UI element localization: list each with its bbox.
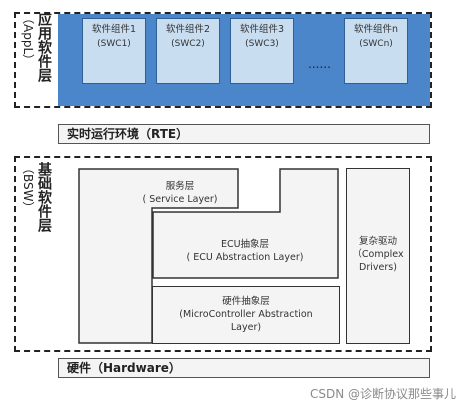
ecu-abstraction-box [152, 168, 339, 279]
bsw-layer-frame [14, 156, 432, 352]
ecu-abstraction-subtitle: ( ECU Abstraction Layer) [186, 252, 304, 263]
mcal-title: 硬件抽象层 [222, 296, 270, 307]
swc-code: (SWC1) [97, 39, 131, 49]
complex-drivers-title: 复杂驱动 [358, 236, 397, 247]
ecu-abstraction-text: ECU抽象层 ( ECU Abstraction Layer) [160, 238, 330, 264]
complex-drivers-subtitle: （Complex [352, 249, 404, 260]
app-layer-abbr: （AppL） [21, 12, 35, 67]
bsw-layer-abbr: （BSW） [21, 162, 35, 214]
swc-code: (SWC3) [245, 39, 279, 49]
mcal-box: 硬件抽象层 (MicroController Abstraction Layer… [152, 286, 340, 344]
swc-code: (SWCn) [359, 39, 393, 49]
mcal-subtitle: (MicroController Abstraction [179, 309, 313, 320]
service-layer-text: 服务层 ( Service Layer) [130, 180, 230, 206]
watermark: CSDN @诊断协议那些事儿 [309, 387, 456, 401]
swc-name: 软件组件3 [239, 24, 285, 35]
bsw-layer-label: 基础软件层（BSW） [14, 156, 58, 276]
bsw-layer-title: 基础软件层 [36, 162, 52, 232]
swc-box-3: 软件组件3 (SWC3) [230, 18, 294, 84]
app-layer-label: 应用软件层（AppL） [14, 12, 58, 108]
swc-box-2: 软件组件2 (SWC2) [156, 18, 220, 84]
app-layer-frame [14, 12, 432, 108]
complex-drivers-subtitle-line2: Drivers) [359, 262, 397, 273]
swc-ellipsis: ...... [308, 57, 331, 71]
service-layer-subtitle: ( Service Layer) [142, 194, 218, 205]
app-layer-title: 应用软件层 [36, 12, 52, 82]
swc-name: 软件组件n [353, 24, 399, 35]
hardware-bar: 硬件（Hardware） [58, 358, 430, 378]
ecu-abstraction-title: ECU抽象层 [220, 239, 270, 250]
swc-box-n: 软件组件n (SWCn) [344, 18, 408, 84]
service-layer-title: 服务层 [165, 181, 195, 192]
swc-name: 软件组件2 [165, 24, 211, 35]
swc-name: 软件组件1 [91, 24, 137, 35]
swc-box-1: 软件组件1 (SWC1) [82, 18, 146, 84]
complex-drivers-box: 复杂驱动 （Complex Drivers) [346, 168, 410, 344]
rte-bar: 实时运行环境（RTE） [58, 124, 430, 144]
mcal-subtitle-line2: Layer) [230, 322, 262, 333]
service-layer-box [78, 168, 239, 344]
swc-code: (SWC2) [171, 39, 205, 49]
